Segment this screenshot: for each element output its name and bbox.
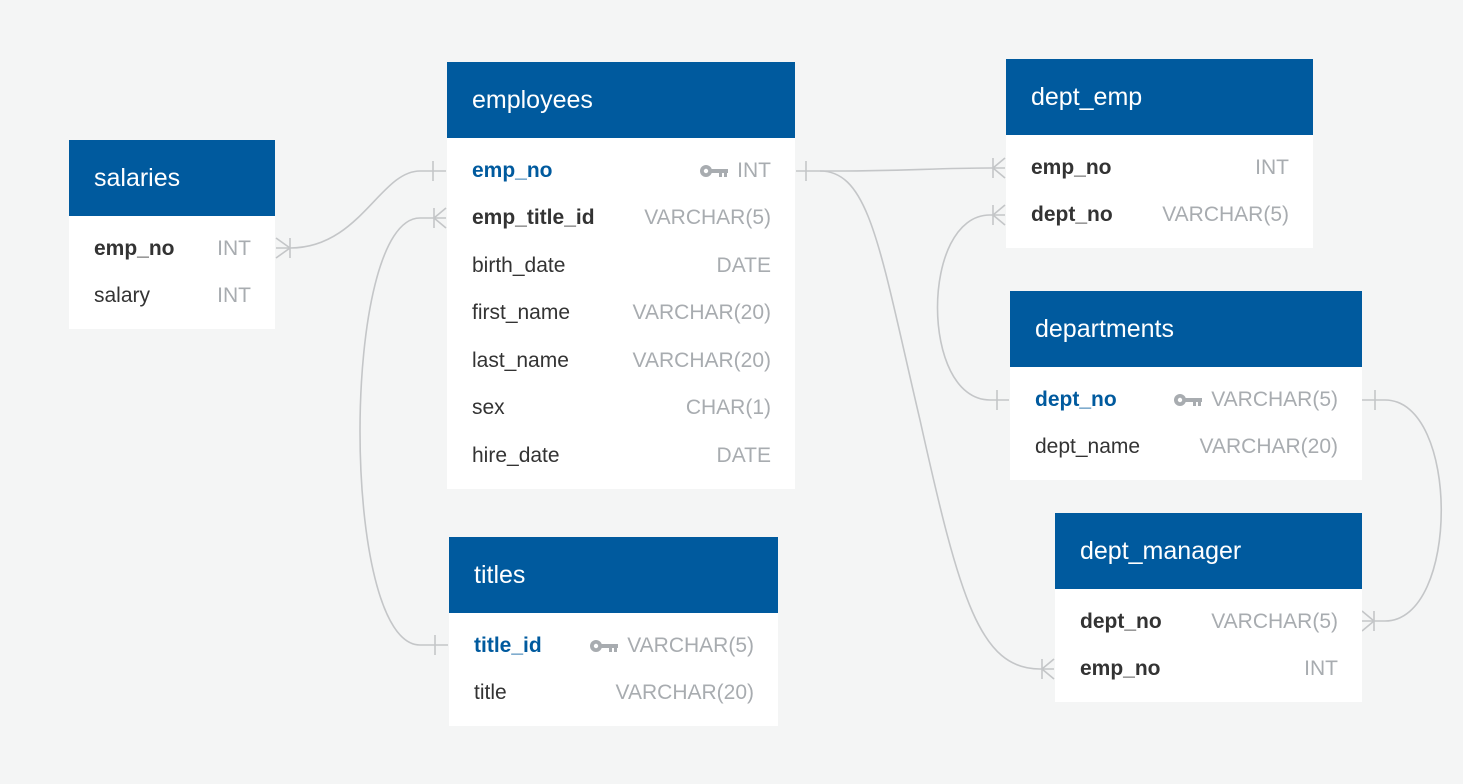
link-salaries-employees (276, 170, 446, 249)
column-row[interactable]: dept_no VARCHAR(5) (1055, 598, 1362, 646)
table-employees[interactable]: employees emp_no INT emp_title_id VARCHA… (447, 62, 795, 489)
link-deptemp-departments (936, 214, 1009, 401)
column-type: INT (737, 158, 771, 182)
column-type: VARCHAR(20) (1199, 435, 1338, 459)
link-employees-deptemp (796, 167, 1005, 172)
crowfoot-deptmanager-empno (1040, 658, 1055, 680)
link-employees-titles (359, 217, 448, 646)
column-type: VARCHAR(5) (1211, 387, 1338, 411)
table-header[interactable]: dept_manager (1055, 513, 1362, 589)
column-row[interactable]: first_name VARCHAR(20) (447, 290, 795, 338)
column-type: DATE (716, 253, 771, 277)
table-titles[interactable]: titles title_id VARCHAR(5) title VARCHAR… (449, 537, 778, 726)
column-type: VARCHAR(5) (627, 633, 754, 657)
column-type-wrapper: VARCHAR(5) (589, 634, 754, 658)
column-name: title (474, 681, 507, 705)
column-type: INT (1255, 155, 1289, 179)
crowfoot-deptemp-empno (991, 157, 1006, 179)
table-dept-emp[interactable]: dept_emp emp_no INT dept_no VARCHAR(5) (1006, 59, 1313, 248)
column-name: birth_date (472, 253, 566, 277)
column-type: INT (217, 236, 251, 260)
column-type: VARCHAR(20) (615, 681, 754, 705)
column-name: emp_no (1080, 657, 1161, 681)
crowfoot-salaries (275, 237, 292, 259)
table-header[interactable]: salaries (69, 140, 275, 216)
column-type: CHAR(1) (685, 396, 771, 420)
column-type: VARCHAR(20) (632, 301, 771, 325)
column-name: dept_no (1035, 387, 1117, 411)
column-row[interactable]: birth_date DATE (447, 242, 795, 290)
table-header[interactable]: employees (447, 62, 795, 138)
key-icon (700, 164, 729, 177)
table-salaries[interactable]: salaries emp_no INT salary INT (69, 140, 275, 329)
column-row[interactable]: title VARCHAR(20) (449, 670, 778, 718)
column-type-wrapper: VARCHAR(5) (1173, 388, 1338, 412)
link-departments-deptmanager (1362, 399, 1443, 622)
column-name: emp_title_id (472, 206, 595, 230)
column-name: hire_date (472, 443, 560, 467)
crowfoot-employees-titleid (432, 207, 447, 229)
key-icon (590, 639, 619, 652)
table-departments[interactable]: departments dept_no VARCHAR(5) dept_name… (1010, 291, 1362, 480)
column-type: VARCHAR(5) (1211, 609, 1338, 633)
table-header[interactable]: titles (449, 537, 778, 613)
column-name: dept_no (1031, 203, 1113, 227)
column-type: DATE (716, 443, 771, 467)
column-row[interactable]: emp_no INT (69, 225, 275, 273)
column-name: emp_no (94, 236, 175, 260)
column-row[interactable]: salary INT (69, 273, 275, 321)
column-name: sex (472, 396, 505, 420)
column-name: dept_name (1035, 435, 1141, 459)
column-name: title_id (474, 633, 542, 657)
column-type: VARCHAR(20) (632, 348, 771, 372)
column-row[interactable]: hire_date DATE (447, 432, 795, 480)
column-row[interactable]: sex CHAR(1) (447, 385, 795, 433)
column-row[interactable]: title_id VARCHAR(5) (449, 622, 778, 670)
column-type: INT (217, 284, 251, 308)
column-row[interactable]: dept_name VARCHAR(20) (1010, 424, 1362, 472)
crowfoot-deptemp-deptno (991, 204, 1006, 226)
column-row[interactable]: emp_title_id VARCHAR(5) (447, 195, 795, 243)
column-type: VARCHAR(5) (1162, 203, 1289, 227)
table-header[interactable]: dept_emp (1006, 59, 1313, 135)
column-row[interactable]: dept_no VARCHAR(5) (1010, 376, 1362, 424)
column-name: last_name (472, 348, 569, 372)
column-row[interactable]: last_name VARCHAR(20) (447, 337, 795, 385)
table-dept-manager[interactable]: dept_manager dept_no VARCHAR(5) emp_no I… (1055, 513, 1362, 702)
column-type: VARCHAR(5) (644, 206, 771, 230)
column-type-wrapper: INT (699, 159, 771, 183)
column-row[interactable]: emp_no INT (1006, 144, 1313, 192)
key-icon (1174, 393, 1203, 406)
table-header[interactable]: departments (1010, 291, 1362, 367)
column-row[interactable]: emp_no INT (447, 147, 795, 195)
column-name: emp_no (472, 158, 553, 182)
column-name: salary (94, 284, 151, 308)
column-name: emp_no (1031, 155, 1112, 179)
crowfoot-deptmanager-deptno (1361, 610, 1376, 632)
column-type: INT (1304, 657, 1338, 681)
column-row[interactable]: emp_no INT (1055, 646, 1362, 694)
column-row[interactable]: dept_no VARCHAR(5) (1006, 192, 1313, 240)
column-name: dept_no (1080, 609, 1162, 633)
column-name: first_name (472, 301, 571, 325)
